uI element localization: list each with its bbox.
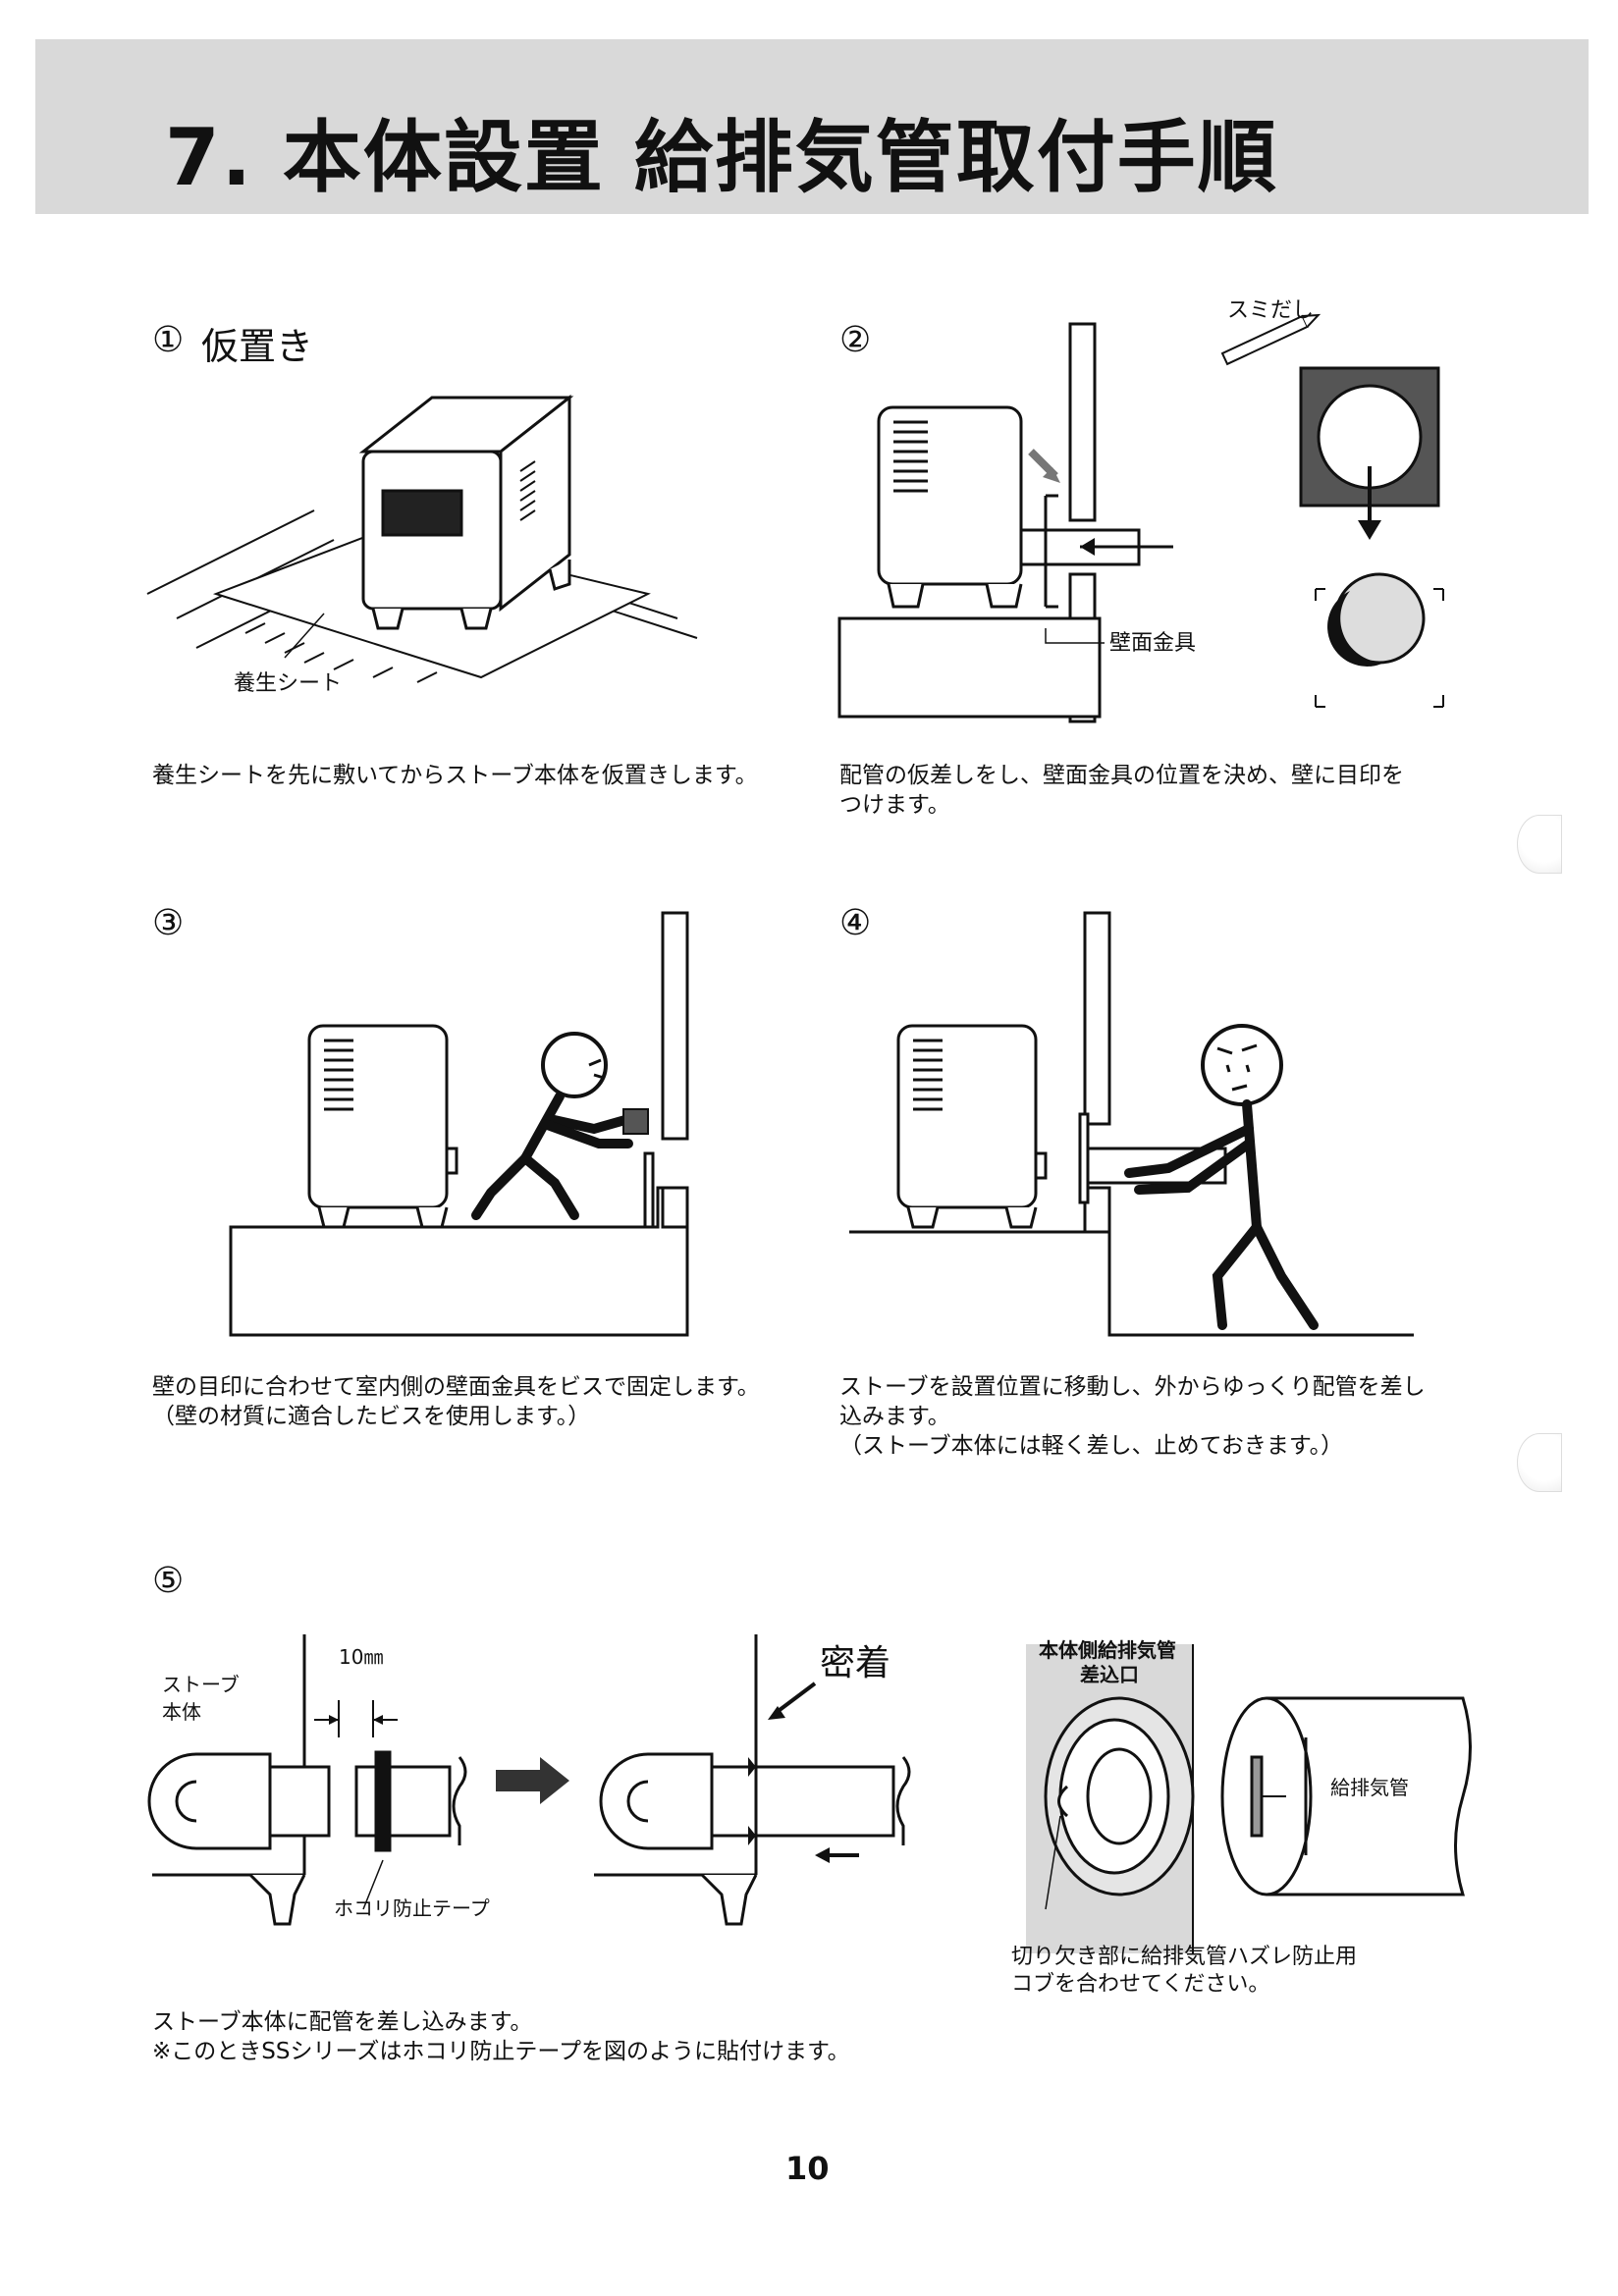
step4-number: ④ [839, 903, 872, 943]
tight-label: 密着 [820, 1643, 891, 1683]
gap-label: 10㎜ [339, 1645, 384, 1669]
step3-caption-line2: （壁の材質に適合したビスを使用します。） [152, 1404, 591, 1429]
inlet-label-line1: 本体側給排気管 [1039, 1638, 1176, 1662]
header-band [35, 39, 1589, 214]
step4-caption-line3: （ストーブ本体には軽く差し、止めておきます。） [839, 1433, 1344, 1459]
step3-number: ③ [152, 903, 185, 943]
step4-illustration [849, 911, 1414, 1337]
page-number: 10 [785, 2150, 830, 2187]
step1-title: 仮置き [201, 325, 314, 368]
bracket-label: 壁面金具 [1109, 631, 1197, 656]
step2-number: ② [839, 320, 872, 360]
step3-caption-line1: 壁の目印に合わせて室内側の壁面金具をビスで固定します。 [152, 1374, 760, 1400]
pipe-label: 給排気管 [1330, 1776, 1409, 1799]
step4-caption-line1: ストーブを設置位置に移動し、外からゆっくり配管を差し [839, 1374, 1426, 1400]
page-title: 7. 本体設置 給排気管取付手順 [165, 112, 1278, 203]
tape-label: ホコリ防止テープ [334, 1896, 490, 1920]
step5-caption-line1: ストーブ本体に配管を差し込みます。 [152, 2009, 533, 2035]
step5-illustration [147, 1634, 1472, 1953]
step2-caption-line1: 配管の仮差しをし、壁面金具の位置を決め、壁に目印を [839, 763, 1404, 788]
stove-body-label-line2: 本体 [162, 1700, 201, 1724]
notch-note-line2: コブを合わせてください。 [1011, 1972, 1270, 1997]
step2-caption-line2: つけます。 [839, 792, 950, 818]
step2-illustration [837, 313, 1444, 723]
step5-number: ⑤ [152, 1561, 185, 1601]
punch-hole-top [1517, 815, 1562, 874]
punch-hole-bottom [1517, 1433, 1562, 1492]
notch-note-line1: 切り欠き部に給排気管ハズレ防止用 [1011, 1945, 1358, 1969]
step5-caption-line2: ※このときSSシリーズはホコリ防止テープを図のように貼付けます。 [152, 2039, 850, 2064]
step4-caption-line2: 込みます。 [839, 1404, 950, 1429]
step1-illustration [146, 394, 698, 683]
sheet-label: 養生シート [234, 671, 343, 696]
step1-caption: 養生シートを先に敷いてからストーブ本体を仮置きします。 [152, 763, 758, 788]
marker-label: スミだし [1227, 298, 1315, 323]
step1-number: ① [152, 320, 185, 360]
step3-illustration [229, 911, 689, 1337]
stove-body-label-line1: ストーブ [162, 1673, 240, 1696]
inlet-label-line2: 差込口 [1080, 1663, 1139, 1686]
